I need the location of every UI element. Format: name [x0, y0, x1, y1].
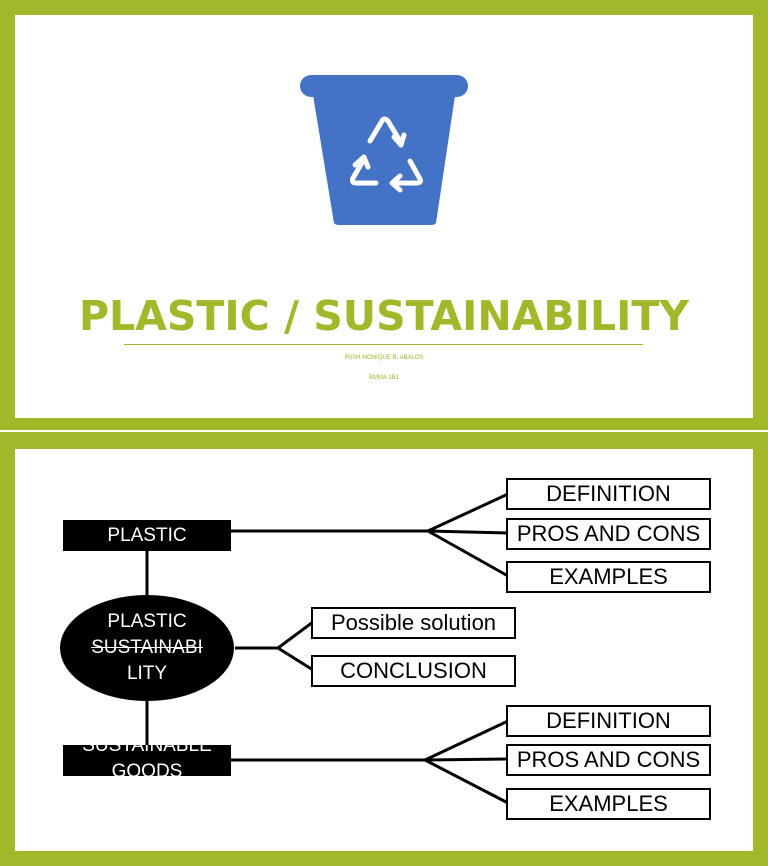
- center-node: PLASTIC SUSTAINABI LITY: [60, 595, 234, 701]
- slide-title: PLASTIC / SUSTAINABILITY: [79, 292, 689, 340]
- goods-definition-box: DEFINITION: [506, 705, 711, 737]
- title-slide: PLASTIC / SUSTAINABILITY IRISH MONIQUE B…: [15, 15, 753, 418]
- center-node-line1: PLASTIC: [107, 611, 187, 632]
- goods-examples-box: EXAMPLES: [506, 788, 711, 820]
- mindmap-connectors: [145, 492, 509, 805]
- center-node-line2: SUSTAINABI: [91, 637, 203, 658]
- author-name: IRISH MONIQUE B. ABALOS: [344, 355, 424, 361]
- conclusion-box: CONCLUSION: [311, 655, 516, 687]
- plastic-definition-box: DEFINITION: [506, 478, 711, 510]
- recycle-bin-icon: [300, 75, 468, 225]
- course-code: BMMA 1B1: [368, 375, 399, 381]
- plastic-pros-cons-box: PROS AND CONS: [506, 518, 711, 550]
- center-node-line3: LITY: [126, 663, 168, 684]
- goods-pros-cons-box: PROS AND CONS: [506, 744, 711, 776]
- goods-line1: SUSTAINABLE: [82, 745, 212, 756]
- plastic-node: PLASTIC: [63, 520, 231, 551]
- mindmap-slide: PLASTIC PLASTIC SUSTAINABI LITY SUSTAINA…: [15, 449, 753, 851]
- goods-line2: GOODS: [111, 761, 183, 776]
- title-underline: [124, 344, 643, 345]
- sustainable-goods-node: SUSTAINABLE GOODS: [63, 745, 231, 776]
- possible-solution-box: Possible solution: [311, 607, 516, 639]
- plastic-examples-box: EXAMPLES: [506, 561, 711, 593]
- slide-divider: [0, 430, 768, 432]
